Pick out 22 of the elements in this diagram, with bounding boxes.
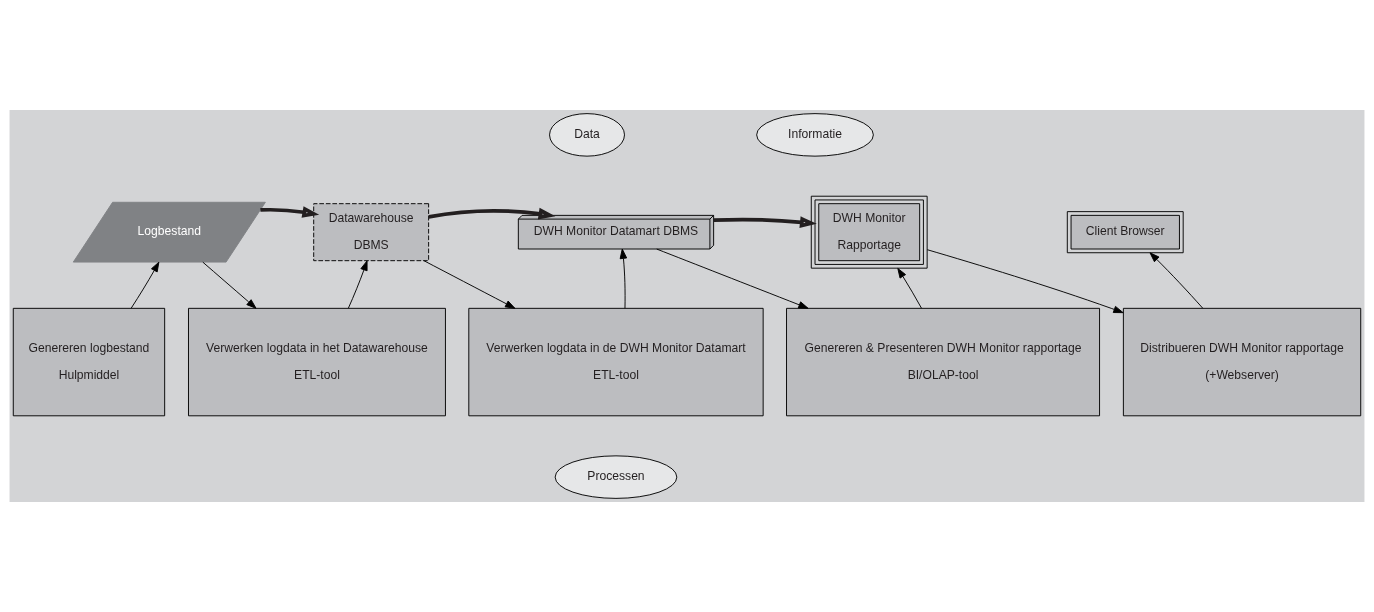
arrow xyxy=(130,261,160,309)
arrow xyxy=(423,260,516,309)
arrow xyxy=(428,207,556,220)
node-box: Genereren & Presenteren DWH Monitor rapportage BI/OLAP-tool xyxy=(786,307,1100,417)
node-ellipse: Data xyxy=(549,113,625,157)
node-box: Verwerken logdata in het Datawarehouse ETL-tool xyxy=(188,307,446,417)
node-box: Distribueren DWH Monitor rapportage (+Webserver) xyxy=(1122,307,1362,417)
node-box: Verwerken logdata in de DWH Monitor Datamart ETL-tool xyxy=(468,307,764,417)
node-box: Genereren logbestand Hulpmiddel xyxy=(12,307,166,417)
arrow xyxy=(1149,252,1204,309)
node-box: Datawarehouse DBMS xyxy=(313,203,430,262)
node-box: DWH Monitor Rapportage xyxy=(810,195,928,269)
node-ellipse: Processen xyxy=(554,455,678,499)
arrow xyxy=(926,249,1124,314)
arrow xyxy=(897,267,922,309)
arrow xyxy=(202,261,257,309)
arrow xyxy=(347,260,368,309)
node-ellipse: Informatie xyxy=(756,113,874,157)
arrow xyxy=(656,248,809,309)
arrow xyxy=(619,248,628,309)
arrow xyxy=(713,216,817,229)
arrow xyxy=(260,206,320,218)
